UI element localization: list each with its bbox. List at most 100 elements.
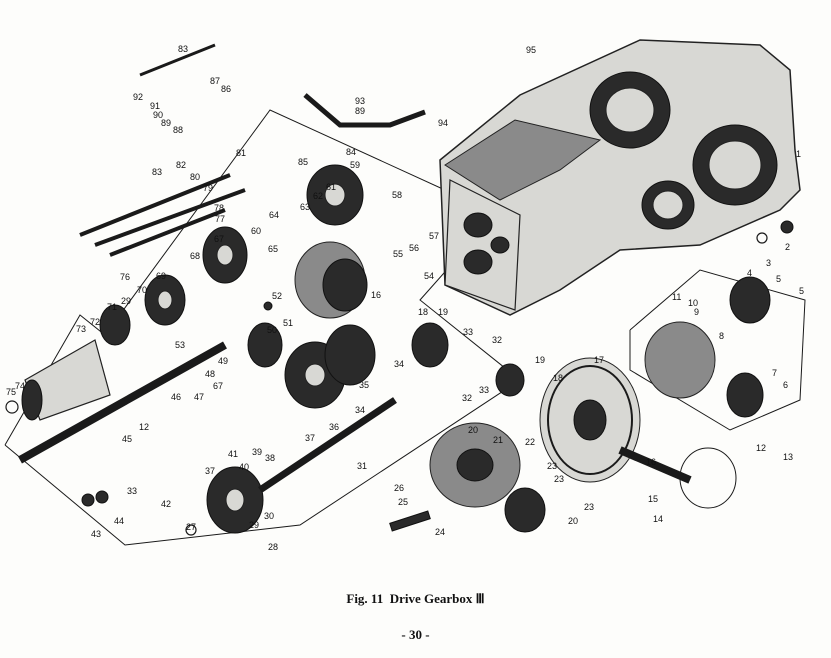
part-callout: 6: [783, 380, 788, 390]
part-callout: 22: [525, 437, 535, 447]
part-callout: 79: [203, 183, 213, 193]
part-callout: 65: [268, 244, 278, 254]
part-callout: 21: [493, 435, 503, 445]
part-callout: 32: [492, 335, 502, 345]
part-callout: 45: [122, 434, 132, 444]
part-callout: 73: [76, 324, 86, 334]
fasteners: [5, 220, 794, 536]
part-callout: 38: [265, 453, 275, 463]
figure-number: Fig. 11: [346, 591, 384, 606]
figure-title: Drive Gearbox Ⅲ: [389, 591, 485, 606]
part-callout: 87: [210, 76, 220, 86]
part-callout: 31: [357, 461, 367, 471]
part-callout: 63: [300, 202, 310, 212]
part-callout: 40: [239, 462, 249, 472]
part-callout: 43: [91, 529, 101, 539]
part-callout: 24: [435, 527, 445, 537]
part-callout: 33: [479, 385, 489, 395]
part-callout: 59: [350, 160, 360, 170]
part-callout: 61: [326, 182, 336, 192]
part-callout: 29: [249, 520, 259, 530]
part-callout: 17: [594, 355, 604, 365]
part-callout: 30: [264, 511, 274, 521]
part-callout: 75: [6, 387, 16, 397]
figure-caption: Fig. 11 Drive Gearbox Ⅲ: [0, 591, 831, 607]
part-callout: 67: [213, 381, 223, 391]
part-callout: 48: [205, 369, 215, 379]
part-callout: 1: [796, 149, 801, 159]
part-callout: 46: [171, 392, 181, 402]
part-callout: 12: [139, 422, 149, 432]
part-callout: 35: [359, 380, 369, 390]
differential-assembly: [258, 322, 641, 533]
part-callout: 28: [268, 542, 278, 552]
part-callout: 4: [747, 268, 752, 278]
part-callout: 19: [535, 355, 545, 365]
part-callout: 16: [371, 290, 381, 300]
part-callout: 27: [186, 522, 196, 532]
shift-lever: [303, 93, 426, 128]
part-callout: 72: [90, 317, 100, 327]
part-callout: 44: [114, 516, 124, 526]
part-callout: 81: [236, 148, 246, 158]
part-callout: 41: [228, 449, 238, 459]
front-shaft-housing: [18, 339, 227, 464]
part-callout: 70: [137, 285, 147, 295]
part-callout: 74: [15, 381, 25, 391]
part-callout: 76: [120, 272, 130, 282]
part-callout: 93: [355, 96, 365, 106]
part-callout: 16: [646, 457, 656, 467]
coupling-drum: [294, 241, 368, 319]
part-callout: 88: [173, 125, 183, 135]
part-callout: 2: [785, 242, 790, 252]
part-callout: 94: [438, 118, 448, 128]
part-callout: 26: [394, 483, 404, 493]
part-callout: 83: [152, 167, 162, 177]
part-callout: 89: [355, 106, 365, 116]
part-callout: 19: [438, 307, 448, 317]
part-callout: 29: [121, 296, 131, 306]
part-callout: 9: [694, 307, 699, 317]
part-callout: 33: [463, 327, 473, 337]
part-callout: 56: [409, 243, 419, 253]
part-callout: 78: [214, 203, 224, 213]
side-hub: [618, 276, 771, 509]
gear-set: [99, 164, 376, 534]
part-callout: 58: [392, 190, 402, 200]
part-callout: 36: [329, 422, 339, 432]
part-callout: 86: [221, 84, 231, 94]
part-callout: 23: [584, 502, 594, 512]
part-callout: 51: [283, 318, 293, 328]
part-callout: 89: [161, 118, 171, 128]
part-callout: 90: [153, 110, 163, 120]
part-callout: 85: [298, 157, 308, 167]
part-callout: 3: [766, 258, 771, 268]
part-callout: 69: [156, 271, 166, 281]
part-callout: 37: [205, 466, 215, 476]
part-callout: 12: [756, 443, 766, 453]
part-callout: 92: [133, 92, 143, 102]
part-callout: 71: [107, 302, 117, 312]
right-assembly-frame: [629, 269, 806, 431]
part-callout: 39: [252, 447, 262, 457]
part-callout: 91: [150, 101, 160, 111]
part-callout: 68: [190, 251, 200, 261]
part-callout: 62: [313, 191, 323, 201]
part-callout: 18: [553, 373, 563, 383]
part-callout: 20: [468, 425, 478, 435]
part-callout: 53: [175, 340, 185, 350]
page-number: - 30 -: [401, 627, 430, 642]
part-callout: 49: [218, 356, 228, 366]
part-callout: 95: [526, 45, 536, 55]
part-callout: 50: [267, 325, 277, 335]
part-callout: 5: [776, 274, 781, 284]
part-callout: 57: [429, 231, 439, 241]
gearbox-housing: [439, 39, 801, 316]
part-callout: 33: [127, 486, 137, 496]
part-callout: 11: [672, 292, 681, 302]
part-callout: 34: [355, 405, 365, 415]
part-callout: 10: [688, 298, 698, 308]
